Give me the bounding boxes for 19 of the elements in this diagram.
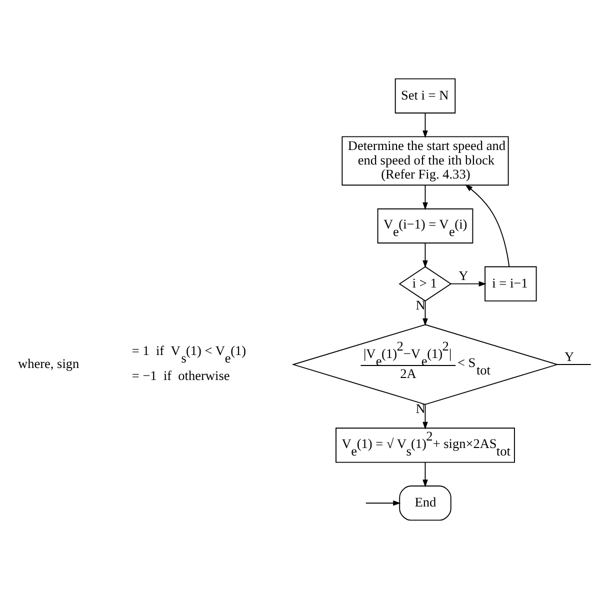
arrow [422,404,428,430]
arrow [465,184,510,268]
arrow [422,184,428,210]
connector [556,364,592,365]
arrow [422,462,428,488]
arrow [422,112,428,138]
node-box: Determine the start speed and end speed of the ith block (Refer Fig. 4.33) [342,136,509,186]
edge-label: Y [458,268,468,284]
node-box: i = i−1 [484,266,537,302]
node-box: Set i = N [394,78,456,114]
arrow [365,500,401,506]
label: where, sign [18,356,80,372]
edge-label: Y [564,348,574,364]
arrow [450,281,486,286]
arrow [422,242,428,268]
node-box: End [399,486,452,521]
node-diamond: i > 1 [398,266,452,302]
label: = −1 if otherwise [132,368,230,383]
arrow [422,300,428,326]
